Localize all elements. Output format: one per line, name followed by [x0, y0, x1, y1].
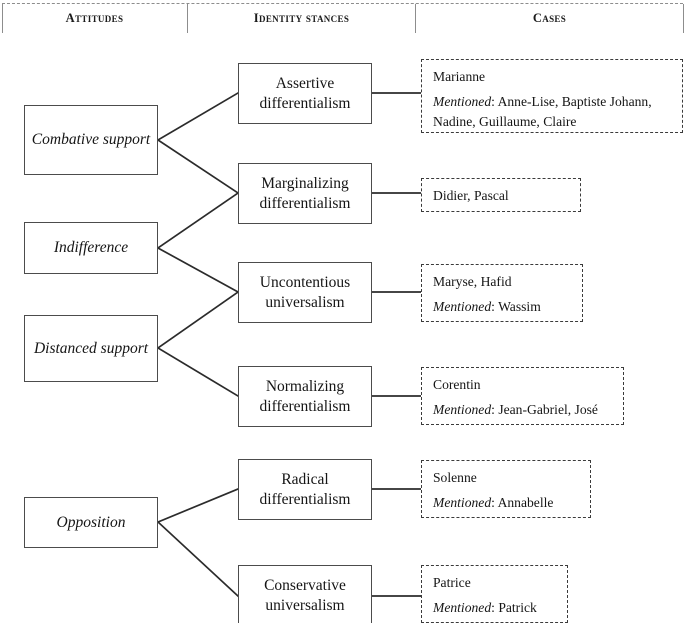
mentioned-label: Mentioned	[433, 94, 492, 110]
column-divider-stances-cases	[415, 4, 416, 33]
case-primary: Maryse, Hafid	[433, 274, 512, 289]
stance-box-assertive-differentialism[interactable]: Assertive differentialism	[238, 63, 372, 124]
case-mentioned: Mentioned: Jean-Gabriel, José	[433, 400, 614, 419]
case-box-radical[interactable]: Solenne Mentioned: Annabelle	[421, 460, 591, 518]
link-opposition-conservative	[156, 520, 240, 598]
column-header-cases: Cases	[532, 11, 567, 25]
stance-box-normalizing-differentialism[interactable]: Normalizing differentialism	[238, 366, 372, 427]
stance-box-uncontentious-universalism[interactable]: Uncontentious universalism	[238, 262, 372, 323]
mentioned-names: : Wassim	[491, 299, 541, 315]
case-box-marginalizing[interactable]: Didier, Pascal	[421, 178, 581, 212]
link-distanced-uncontentious	[156, 290, 240, 350]
case-mentioned: Mentioned: Wassim	[433, 297, 573, 316]
stance-label: Conservative universalism	[264, 576, 346, 614]
attitude-label: Indifference	[53, 239, 129, 257]
mentioned-label: Mentioned	[433, 402, 492, 418]
case-box-uncontentious[interactable]: Maryse, Hafid Mentioned: Wassim	[421, 264, 583, 322]
attitude-label: Distanced support	[33, 339, 149, 357]
stance-label: Assertive differentialism	[259, 74, 351, 112]
case-mentioned: Mentioned: Anne-Lise, Baptiste Johann, N…	[433, 92, 673, 131]
case-box-normalizing[interactable]: Corentin Mentioned: Jean-Gabriel, José	[421, 367, 624, 425]
mentioned-names: : Jean-Gabriel, José	[491, 402, 598, 418]
mentioned-label: Mentioned	[433, 600, 492, 616]
link-indifference-marginalizing	[156, 191, 240, 250]
stance-box-conservative-universalism[interactable]: Conservative universalism	[238, 565, 372, 623]
stance-box-radical-differentialism[interactable]: Radical differentialism	[238, 459, 372, 520]
case-primary: Solenne	[433, 470, 477, 485]
mentioned-names: : Annabelle	[491, 495, 554, 511]
link-combative-assertive	[156, 91, 240, 142]
column-header-identity-stances: Identity stances	[253, 11, 350, 25]
case-mentioned: Mentioned: Patrick	[433, 598, 558, 617]
stance-box-marginalizing-differentialism[interactable]: Marginalizing differentialism	[238, 163, 372, 224]
mentioned-label: Mentioned	[433, 495, 492, 511]
attitude-label: Combative support	[31, 131, 151, 149]
stance-label: Marginalizing differentialism	[259, 174, 351, 212]
header-top-rule	[2, 3, 683, 4]
attitude-box-combative-support[interactable]: Combative support	[24, 105, 158, 175]
mentioned-label: Mentioned	[433, 299, 492, 315]
attitude-box-distanced-support[interactable]: Distanced support	[24, 315, 158, 382]
link-combative-marginalizing	[156, 138, 240, 195]
case-box-conservative[interactable]: Patrice Mentioned: Patrick	[421, 565, 568, 623]
stance-label: Uncontentious universalism	[259, 273, 351, 311]
attitude-box-indifference[interactable]: Indifference	[24, 222, 158, 274]
column-divider-left	[2, 4, 3, 33]
stance-label: Radical differentialism	[259, 470, 351, 508]
attitude-label: Opposition	[56, 513, 126, 531]
stance-label: Normalizing differentialism	[259, 377, 351, 415]
mentioned-names: : Anne-Lise, Baptiste Johann, Nadine, Gu…	[433, 94, 652, 129]
attitude-box-opposition[interactable]: Opposition	[24, 497, 158, 548]
column-header-attitudes: Attitudes	[65, 11, 124, 25]
case-primary: Marianne	[433, 69, 486, 84]
link-indifference-uncontentious	[156, 246, 240, 294]
mentioned-names: : Patrick	[491, 600, 537, 616]
case-box-assertive[interactable]: Marianne Mentioned: Anne-Lise, Baptiste …	[421, 59, 683, 133]
link-opposition-radical	[156, 487, 240, 524]
case-primary: Patrice	[433, 575, 471, 590]
column-divider-right	[683, 4, 684, 33]
case-primary: Didier, Pascal	[433, 188, 509, 203]
column-divider-attitudes-stances	[187, 4, 188, 33]
case-primary: Corentin	[433, 377, 481, 392]
case-mentioned: Mentioned: Annabelle	[433, 493, 581, 512]
link-distanced-normalizing	[156, 346, 240, 398]
